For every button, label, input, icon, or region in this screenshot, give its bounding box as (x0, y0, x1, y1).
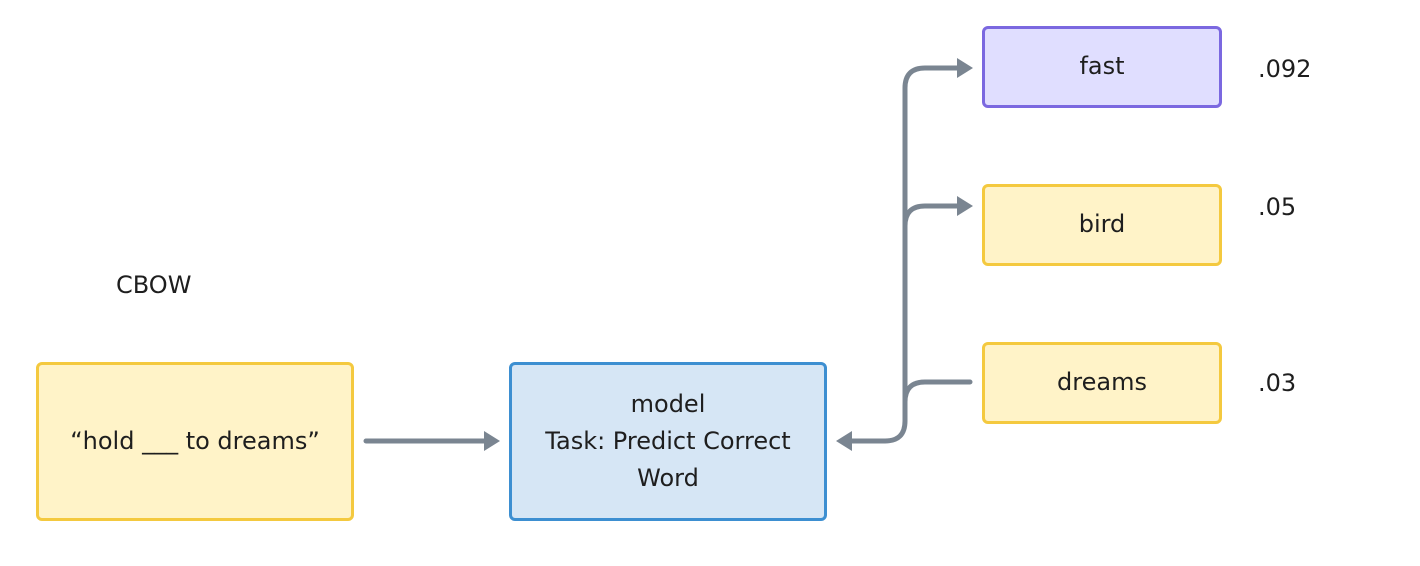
model-label: model (630, 389, 706, 418)
arrow-trunk-to-fast (847, 65, 963, 444)
arrow-head-fast (957, 58, 973, 78)
arrow-branch-from-dreams (902, 379, 973, 405)
input-sentence-text: “hold ___ to dreams” (70, 426, 320, 455)
candidate-dreams-box: dreams (982, 342, 1222, 424)
candidate-bird-box: bird (982, 184, 1222, 266)
input-sentence-box: “hold ___ to dreams” (36, 362, 354, 521)
candidate-word: bird (1078, 210, 1126, 239)
candidate-word: fast (1079, 52, 1125, 81)
arrow-branch-to-bird (902, 203, 963, 229)
candidate-prob: .05 (1258, 193, 1297, 221)
model-box: model Task: Predict Correct Word (509, 362, 827, 521)
arrow-head-bird (957, 196, 973, 216)
model-task-cont: Word (637, 464, 699, 493)
model-text: model Task: Predict Correct Word (545, 386, 790, 498)
candidate-word: dreams (1057, 368, 1147, 397)
diagram-title: CBOW (116, 271, 192, 299)
candidate-prob: .03 (1258, 369, 1297, 397)
model-task: Task: Predict Correct (545, 426, 791, 455)
candidate-fast-box: fast (982, 26, 1222, 108)
candidate-prob: .092 (1258, 55, 1312, 83)
arrow-head-model-output (836, 431, 852, 451)
arrow-head-model-input (484, 431, 500, 451)
